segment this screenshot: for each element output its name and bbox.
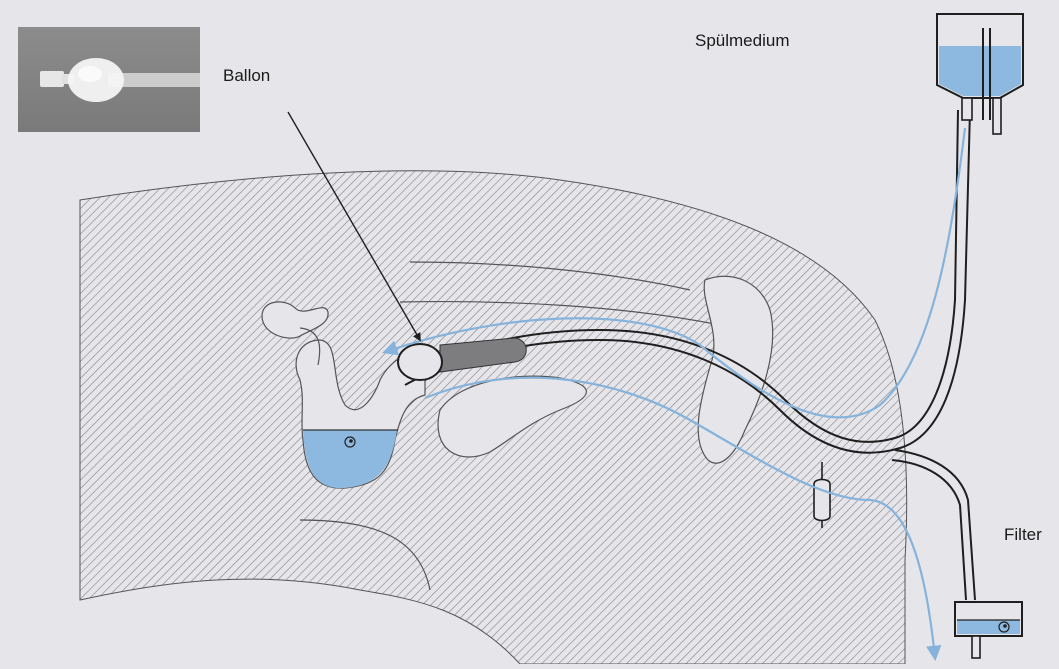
- balloon-label: Ballon: [223, 66, 270, 86]
- irrigation-medium-label: Spülmedium: [695, 31, 790, 51]
- filter-label: Filter: [1004, 525, 1042, 545]
- balloon-catheter-photo: [18, 27, 200, 132]
- filter-container: [955, 602, 1022, 658]
- catheter-tip: [398, 344, 442, 380]
- balloon-photo-illustration: [18, 27, 200, 132]
- irrigation-container: [937, 14, 1023, 134]
